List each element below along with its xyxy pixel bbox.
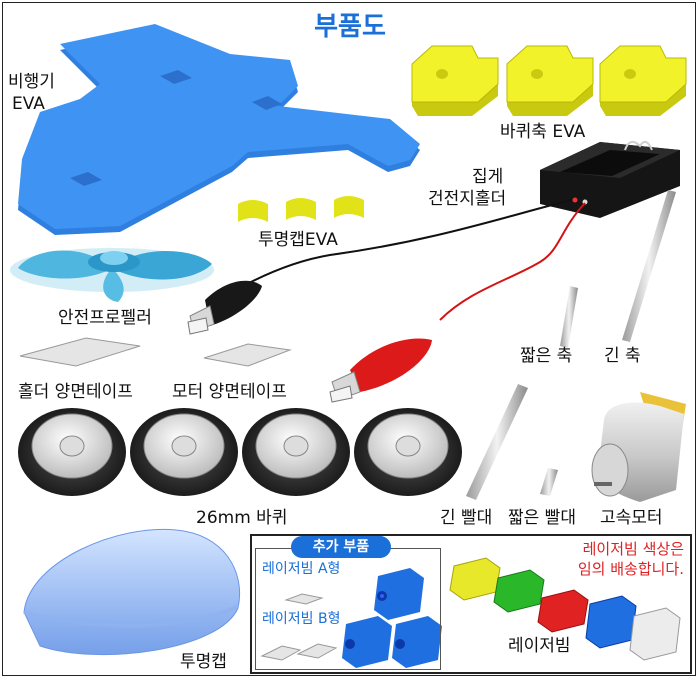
laser-color-note-2: 임의 배송합니다.: [577, 560, 684, 578]
label-clear-cap: 투명캡: [180, 652, 227, 672]
safety-propeller: [10, 248, 214, 302]
laser-color-note-1: 레이저빔 색상은: [582, 540, 684, 558]
page-title: 부품도: [314, 12, 386, 42]
red-wire: [439, 202, 586, 321]
red-alligator-clip: [329, 338, 432, 403]
label-motor-tape: 모터 양면테이프: [172, 382, 287, 402]
laser-b-module-2: [392, 616, 442, 668]
short-axle-shape: [560, 286, 578, 348]
extra-parts-box: [250, 534, 692, 674]
laser-b-tape-2: [296, 643, 338, 659]
label-short-straw: 짧은 빨대: [508, 508, 576, 528]
label-laser-a: 레이저빔 A형: [262, 561, 341, 577]
clear-cap-eva: [238, 196, 364, 222]
laser-a-tape: [284, 593, 324, 605]
black-alligator-clip: [187, 280, 262, 335]
laser-b-module-1: [342, 616, 392, 668]
label-long-axle: 긴 축: [604, 346, 641, 366]
wheel-axle-eva: [411, 45, 687, 116]
laser-color-set: [449, 557, 681, 661]
clear-dome-cap: [23, 528, 241, 656]
laser-b-tape-1: [260, 645, 302, 661]
label-airplane-eva-2: EVA: [12, 94, 45, 114]
label-holder-tape: 홀더 양면테이프: [18, 382, 133, 402]
holder-tape-shape: [19, 337, 141, 367]
label-wheel-axle-eva: 바퀴축 EVA: [500, 122, 586, 142]
label-battery-holder-1: 집게: [472, 167, 504, 187]
motor-tape-shape: [203, 343, 292, 367]
long-straw-shape: [466, 384, 528, 500]
airplane-body-eva: [18, 24, 420, 235]
label-safety-propeller: 안전프로펠러: [58, 308, 152, 328]
extra-parts-badge: 추가 부품: [291, 536, 391, 558]
label-long-straw: 긴 빨대: [440, 508, 493, 528]
label-short-axle: 짧은 축: [520, 346, 573, 366]
high-speed-motor-shape: [591, 392, 686, 502]
wheels: [18, 408, 462, 496]
label-battery-holder-2: 건전지홀더: [428, 189, 507, 209]
label-laser: 레이저빔: [508, 636, 571, 656]
black-wire: [244, 199, 573, 286]
battery-holder: [540, 140, 680, 218]
long-axle-shape: [622, 190, 676, 342]
short-straw-shape: [540, 468, 558, 496]
label-airplane-eva-1: 비행기: [8, 72, 55, 92]
label-wheel: 26mm 바퀴: [196, 508, 288, 528]
label-high-speed-motor: 고속모터: [600, 508, 663, 528]
label-clear-cap-eva: 투명캡EVA: [258, 230, 338, 250]
label-laser-b: 레이저빔 B형: [262, 611, 341, 627]
laser-a-module: [374, 568, 424, 620]
